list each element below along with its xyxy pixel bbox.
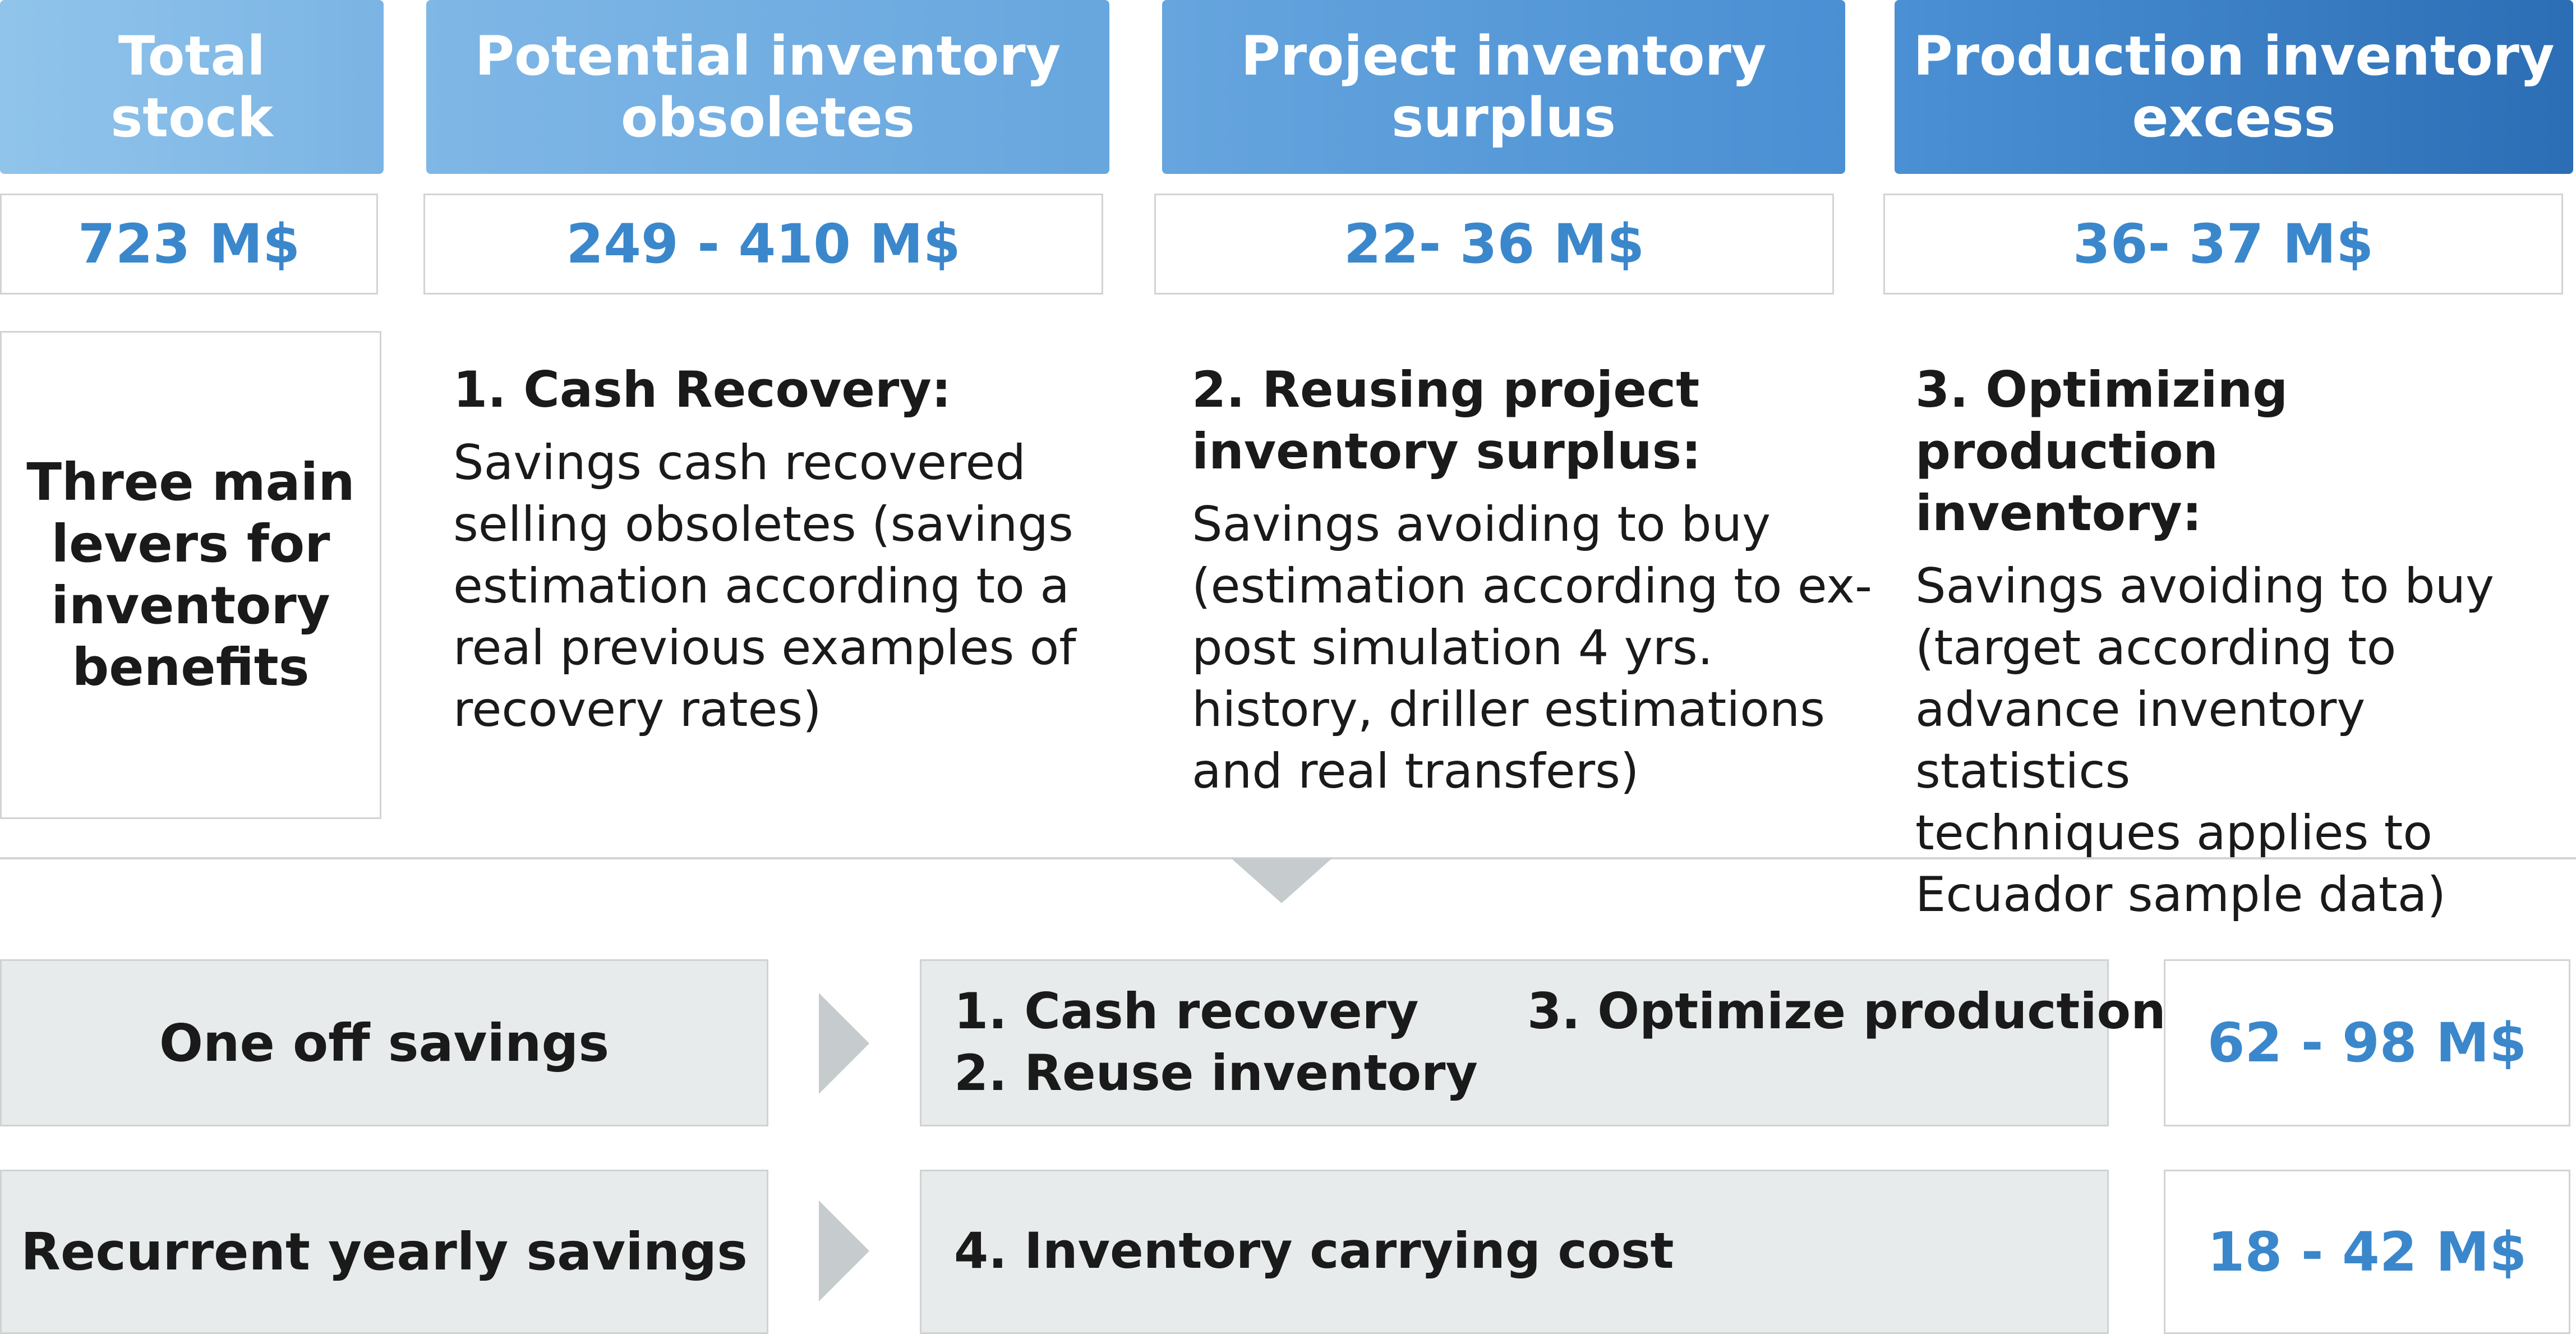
one-off-item-cash-recovery: 1. Cash recovery (954, 982, 1419, 1040)
recurrent-item-carrying-cost: 4. Inventory carrying cost (954, 1222, 1674, 1280)
recurrent-savings-value-box: 18 - 42 M$ (2164, 1170, 2570, 1334)
one-off-savings-label-box: One off savings (0, 959, 768, 1126)
one-off-savings-label: One off savings (159, 1013, 610, 1073)
chevron-right-icon-2 (819, 1200, 869, 1301)
chevron-right-icon (819, 993, 869, 1094)
value-project-surplus: 22- 36 M$ (1154, 194, 1834, 295)
value-potential-obsoletes: 249 - 410 M$ (423, 194, 1103, 295)
lever-optimizing-production-desc: Savings avoiding to buy (target accordin… (1915, 558, 2494, 923)
lever-cash-recovery-desc: Savings cash recovered selling obsoletes… (453, 435, 1076, 738)
value-project-surplus-text: 22- 36 M$ (1343, 213, 1645, 275)
recurrent-savings-value: 18 - 42 M$ (2207, 1220, 2527, 1284)
value-potential-obsoletes-text: 249 - 410 M$ (566, 213, 961, 275)
value-production-excess: 36- 37 M$ (1883, 194, 2563, 295)
one-off-item-reuse-inventory: 2. Reuse inventory (954, 1044, 1478, 1102)
lever-optimizing-production-title: 3. Optimizing production inventory: (1915, 361, 2288, 542)
header-project-surplus-title: Project inventory surplus (1241, 25, 1767, 149)
one-off-savings-value: 62 - 98 M$ (2207, 1011, 2527, 1074)
lever-cash-recovery-title: 1. Cash Recovery: (453, 361, 951, 418)
one-off-item-optimize-production: 3. Optimize production (1527, 982, 2166, 1040)
header-production-excess: Production inventory excess (1895, 0, 2573, 174)
value-total-stock: 723 M$ (0, 194, 378, 295)
lever-reusing-project-title: 2. Reusing project inventory surplus: (1192, 361, 1702, 480)
one-off-savings-value-box: 62 - 98 M$ (2164, 959, 2570, 1126)
value-production-excess-text: 36- 37 M$ (2072, 213, 2374, 275)
header-potential-obsoletes-title: Potential inventory obsoletes (474, 25, 1061, 149)
header-total-stock: Total stock (0, 0, 384, 174)
lever-optimizing-production: 3. Optimizing production inventory: Savi… (1915, 359, 2572, 926)
levers-label: Three main levers for inventory benefits (26, 452, 355, 697)
lever-reusing-project-desc: Savings avoiding to buy (estimation acco… (1192, 496, 1873, 799)
down-pointer-icon (1231, 858, 1332, 903)
header-potential-obsoletes: Potential inventory obsoletes (426, 0, 1109, 174)
levers-label-box: Three main levers for inventory benefits (0, 331, 381, 819)
one-off-savings-items-box: 1. Cash recovery 2. Reuse inventory 3. O… (920, 959, 2166, 1126)
value-total-stock-text: 723 M$ (77, 213, 301, 275)
recurrent-savings-label-box: Recurrent yearly savings (0, 1170, 768, 1334)
header-total-stock-title: Total stock (110, 25, 273, 149)
lever-reusing-project: 2. Reusing project inventory surplus: Sa… (1192, 359, 1876, 802)
lever-cash-recovery: 1. Cash Recovery: Savings cash recovered… (453, 359, 1115, 740)
header-production-excess-title: Production inventory excess (1913, 25, 2555, 149)
recurrent-savings-label: Recurrent yearly savings (21, 1222, 748, 1282)
header-project-surplus: Project inventory surplus (1162, 0, 1845, 174)
recurrent-savings-items-box: 4. Inventory carrying cost (920, 1170, 2109, 1334)
